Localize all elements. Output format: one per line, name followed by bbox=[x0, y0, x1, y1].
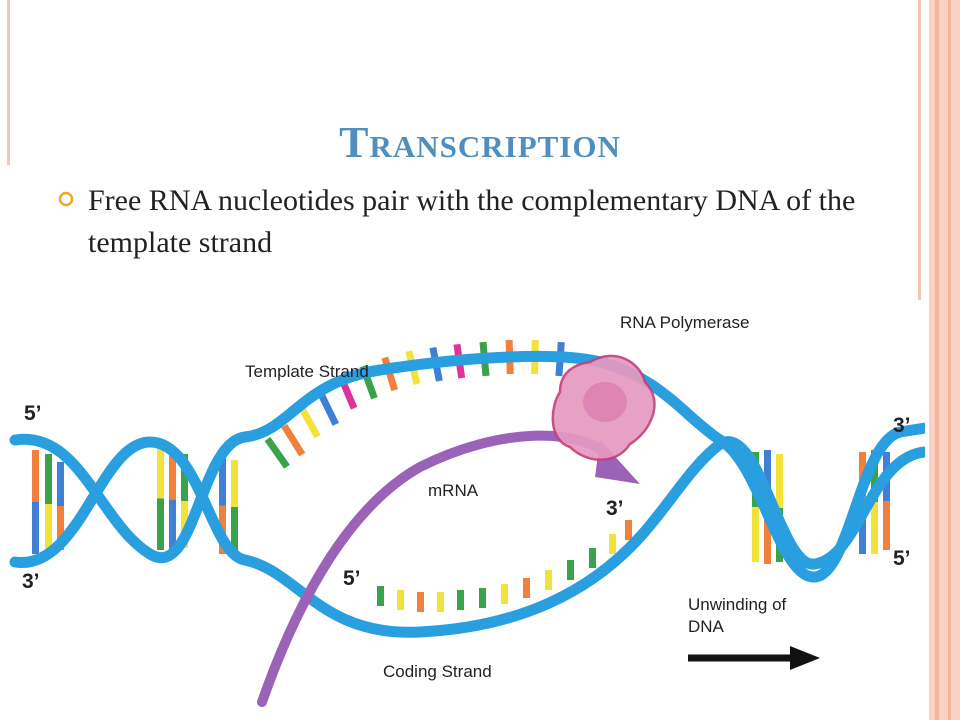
nucleotide bbox=[589, 548, 596, 568]
right-bottom-end-label: 5’ bbox=[893, 547, 911, 570]
coding-strand-label: Coding Strand bbox=[383, 662, 492, 681]
nucleotide bbox=[871, 450, 878, 502]
rna-polymerase-label: RNA Polymerase bbox=[620, 313, 749, 332]
nucleotide bbox=[181, 454, 188, 501]
nucleotide bbox=[57, 506, 64, 550]
nucleotide bbox=[437, 592, 444, 612]
circle-bullet-icon bbox=[58, 191, 74, 207]
left-top-end-label: 5’ bbox=[24, 402, 42, 425]
dna-backbone-bottom bbox=[9, 436, 925, 638]
unwinding-arrowhead bbox=[790, 646, 820, 670]
transcription-diagram: RNA Polymerase Template Strand Coding St… bbox=[9, 313, 925, 707]
nucleotide bbox=[32, 502, 39, 554]
nucleotide bbox=[231, 507, 238, 554]
nucleotide bbox=[231, 460, 238, 507]
nucleotide bbox=[377, 586, 384, 606]
nucleotide bbox=[523, 578, 530, 598]
nucleotide bbox=[219, 457, 226, 506]
nucleotide bbox=[317, 392, 339, 426]
unwinding-label-line1: Unwinding of bbox=[688, 595, 787, 614]
nucleotide bbox=[32, 450, 39, 502]
nucleotide bbox=[457, 590, 464, 610]
frame-border-line bbox=[7, 0, 10, 165]
nucleotide bbox=[264, 436, 290, 469]
nucleotide bbox=[501, 584, 508, 604]
decorative-side-bar bbox=[929, 0, 960, 720]
nucleotide bbox=[417, 592, 424, 612]
nucleotide bbox=[871, 502, 878, 554]
frame-border-line-right bbox=[918, 0, 921, 300]
nucleotide bbox=[764, 507, 771, 564]
nucleotide bbox=[169, 500, 176, 550]
nucleotide bbox=[181, 501, 188, 548]
nucleotide bbox=[45, 454, 52, 504]
nucleotide bbox=[764, 450, 771, 507]
nucleotide bbox=[567, 560, 574, 580]
nucleotide bbox=[883, 501, 890, 550]
polymerase-highlight bbox=[583, 382, 627, 422]
template-strand-label: Template Strand bbox=[245, 362, 369, 381]
nucleotide bbox=[45, 504, 52, 554]
decorative-side-stripe bbox=[935, 0, 939, 720]
mrna-five-prime-label: 5’ bbox=[343, 567, 361, 590]
right-top-end-label: 3’ bbox=[893, 414, 911, 437]
mrna-three-prime-label: 3’ bbox=[606, 497, 624, 520]
nucleotide bbox=[297, 405, 321, 439]
nucleotide bbox=[397, 590, 404, 610]
nucleotide bbox=[752, 507, 759, 562]
unwinding-label-line2: DNA bbox=[688, 617, 725, 636]
nucleotide bbox=[625, 520, 632, 540]
dna-backbone-top bbox=[9, 350, 925, 583]
nucleotide bbox=[157, 447, 164, 499]
nucleotide bbox=[157, 498, 164, 550]
nucleotide bbox=[776, 454, 783, 508]
decorative-side-stripe bbox=[948, 0, 951, 720]
bullet-text: Free RNA nucleotides pair with the compl… bbox=[88, 184, 856, 259]
mrna-label: mRNA bbox=[428, 481, 479, 500]
nucleotide bbox=[479, 588, 486, 608]
nucleotide bbox=[169, 450, 176, 500]
left-bottom-end-label: 3’ bbox=[22, 570, 40, 593]
nucleotide bbox=[859, 503, 866, 554]
nucleotide bbox=[57, 462, 64, 506]
nucleotide bbox=[609, 534, 616, 554]
nucleotide bbox=[281, 423, 306, 457]
nucleotide bbox=[545, 570, 552, 590]
slide-title: Transcription bbox=[339, 118, 621, 168]
